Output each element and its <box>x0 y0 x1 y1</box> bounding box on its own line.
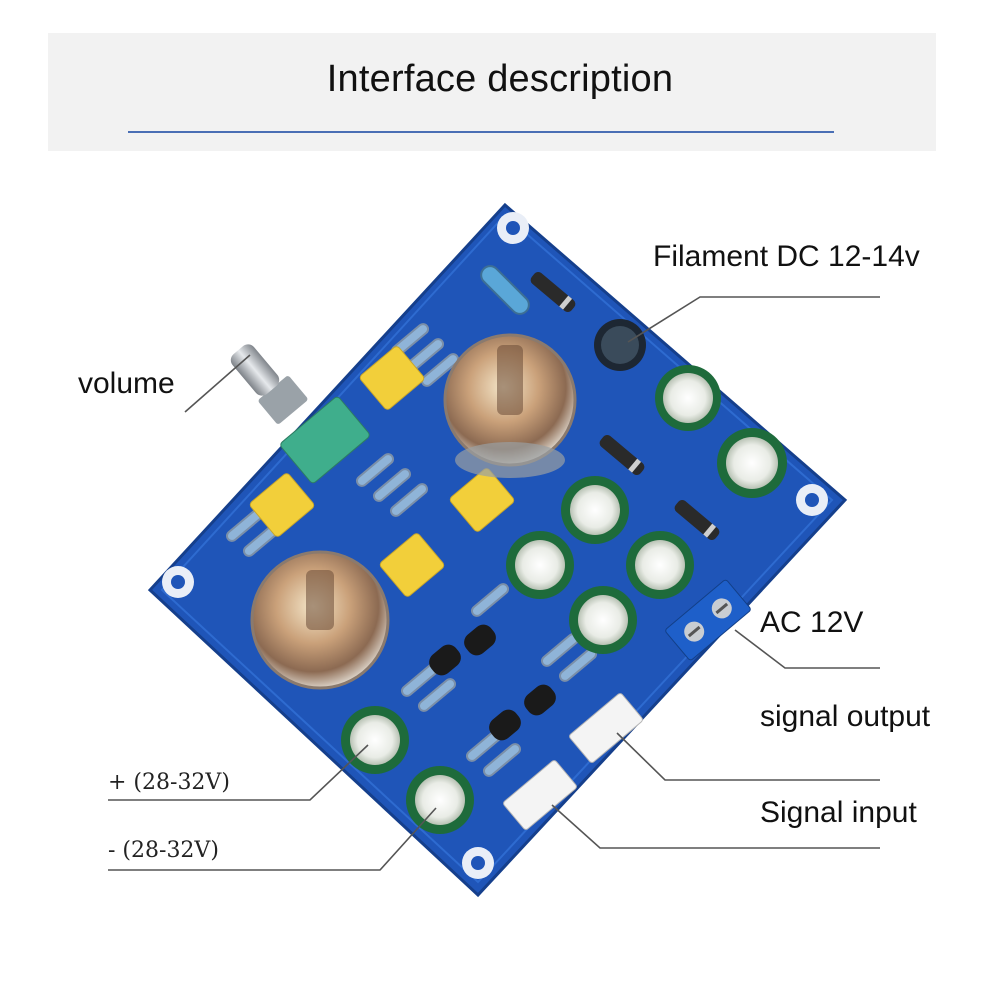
callout-lines <box>108 296 880 871</box>
signal-output-connector <box>569 693 643 763</box>
volume-label: volume <box>78 367 175 400</box>
signal-input-label: Signal input <box>760 796 917 829</box>
volume-callout-line <box>184 354 251 413</box>
page-title: Interface description <box>326 58 674 100</box>
signal-input-connector <box>503 760 577 830</box>
ac-terminal-block <box>665 579 751 661</box>
ac-callout-line <box>734 629 880 669</box>
minus-supply-label: - (28-32V) <box>108 838 219 863</box>
plus-supply-label: + (28-32V) <box>108 770 230 795</box>
header-underline <box>128 131 834 133</box>
film-capacitors <box>249 346 515 597</box>
mounting-hole-right <box>796 484 828 516</box>
plus-supply-callout-line <box>108 744 369 801</box>
minus-supply-callout-line <box>108 807 437 871</box>
ac-label: AC 12V <box>760 606 864 639</box>
volume-potentiometer <box>230 344 370 484</box>
mounting-hole-left <box>162 566 194 598</box>
filament-callout-line <box>627 296 880 343</box>
electrolytic-capacitors <box>341 319 787 834</box>
vacuum-tube-top <box>443 333 577 478</box>
mounting-hole-bottom <box>462 847 494 879</box>
vacuum-tube-bottom <box>250 550 390 690</box>
filament-label: Filament DC 12-14v <box>653 240 920 273</box>
transistors <box>429 624 556 741</box>
signal-output-label: signal output <box>760 700 931 733</box>
signal-input-callout-line <box>551 804 880 849</box>
signal-output-callout-line <box>616 732 880 781</box>
diode-array <box>530 271 720 541</box>
mounting-hole-top <box>497 212 529 244</box>
resistor-array <box>225 265 598 777</box>
